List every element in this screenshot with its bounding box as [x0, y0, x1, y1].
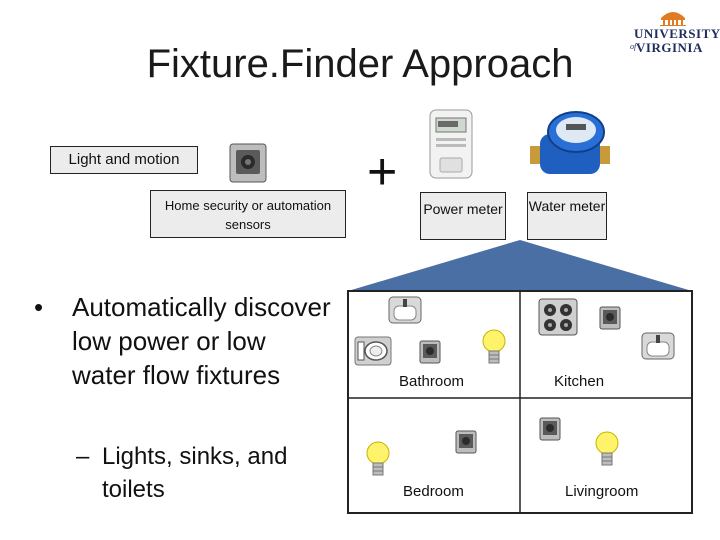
room-label-livingroom: Livingroom	[565, 483, 639, 500]
room-label-bathroom: Bathroom	[399, 373, 465, 390]
bullet-sub-text: Lights, sinks, and toilets	[102, 443, 288, 503]
sensor-icon	[455, 430, 477, 454]
university-logo: UNIVERSITY of VIRGINIA	[630, 8, 720, 58]
sink-icon	[641, 332, 675, 360]
lightbulb-icon	[595, 431, 619, 466]
logo-line2: VIRGINIA	[636, 40, 703, 55]
slide-title: Fixture.Finder Approach	[146, 42, 574, 86]
room-label-bedroom: Bedroom	[403, 483, 464, 500]
bullet-dash: –	[76, 443, 90, 470]
plus-sign: +	[367, 143, 398, 201]
sensor-icon	[539, 417, 561, 441]
sensor-icon	[419, 340, 441, 364]
house-roof	[348, 240, 692, 291]
room-label-kitchen: Kitchen	[554, 373, 605, 390]
water-meter-icon	[530, 111, 610, 174]
stove-icon	[538, 298, 578, 336]
lightbulb-icon	[366, 441, 390, 476]
bullet-main-text: Automatically discover low power or low …	[72, 292, 331, 390]
lightbulb-icon	[482, 329, 506, 364]
water-meter-box: Water meter	[527, 192, 607, 240]
home-security-sensor-box: Home security or automation sensors	[150, 190, 346, 238]
logo-line1: UNIVERSITY	[634, 26, 720, 41]
sensor-icon	[599, 306, 621, 330]
light-motion-sensor-box: Light and motion	[50, 146, 198, 174]
sensor-icon	[229, 143, 267, 183]
power-meter-box: Power meter	[420, 192, 506, 240]
logo-rotunda-icon	[660, 12, 686, 26]
sink-icon	[388, 296, 422, 324]
logo-of: of	[630, 42, 637, 51]
bullet-dot: •	[34, 292, 44, 322]
toilet-icon	[354, 336, 392, 366]
power-meter-icon	[429, 109, 473, 179]
house-outline	[347, 240, 693, 514]
house-diagram: Bathroom Kitchen Bedroom	[345, 240, 695, 515]
